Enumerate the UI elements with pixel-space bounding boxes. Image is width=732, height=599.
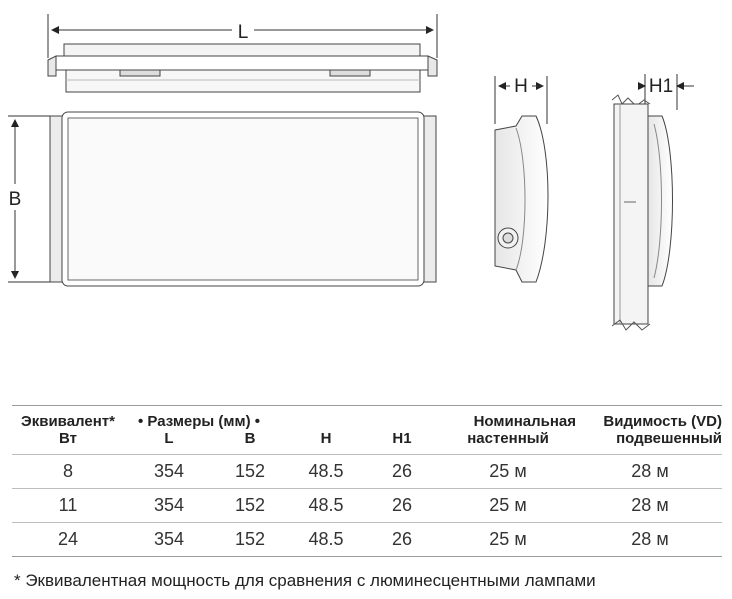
cell-wall: 25 м (438, 522, 578, 557)
header-h1: H1 (392, 430, 412, 447)
label-h: H (514, 76, 528, 97)
cell-wall: 25 м (438, 454, 578, 489)
cell-h: 48.5 (286, 522, 366, 557)
cell-b: 152 (214, 488, 286, 523)
cell-watt: 24 (12, 522, 124, 557)
header-nominal: Номинальная (438, 405, 578, 430)
header-wall: настенный (467, 430, 549, 447)
cell-h1: 26 (366, 454, 438, 489)
header-suspended: подвешенный (616, 430, 722, 447)
specs-table: Эквивалент* • Размеры (мм) • Номинальная… (12, 405, 722, 557)
technical-drawing: L B H (5, 14, 694, 331)
cell-h1: 26 (366, 488, 438, 523)
dimension-l: L (47, 14, 438, 58)
label-b: B (9, 189, 22, 210)
cell-suspended: 28 м (578, 454, 722, 489)
cell-watt: 11 (12, 488, 124, 523)
footnote: * Эквивалентная мощность для сравнения с… (14, 571, 596, 590)
cell-suspended: 28 м (578, 522, 722, 557)
cell-l: 354 (124, 488, 214, 523)
label-l: L (238, 22, 249, 43)
header-h: H (320, 430, 332, 447)
dimension-b: B (5, 115, 50, 283)
header-unit: Вт (59, 430, 77, 447)
table-row: 24 354 152 48.5 26 25 м 28 м (12, 522, 722, 557)
cell-l: 354 (124, 454, 214, 489)
header-b: B (244, 430, 256, 447)
cell-watt: 8 (12, 454, 124, 489)
cell-h: 48.5 (286, 488, 366, 523)
table-row: 8 354 152 48.5 26 25 м 28 м (12, 454, 722, 489)
cell-h1: 26 (366, 522, 438, 557)
suspended-view (611, 94, 673, 331)
label-h1: H1 (649, 76, 673, 97)
top-view (47, 43, 438, 93)
cell-wall: 25 м (438, 488, 578, 523)
cell-b: 152 (214, 454, 286, 489)
cell-suspended: 28 м (578, 488, 722, 523)
specs-table-container: Эквивалент* • Размеры (мм) • Номинальная… (12, 405, 722, 557)
table-row: 11 354 152 48.5 26 25 м 28 м (12, 488, 722, 523)
front-view (49, 111, 437, 287)
header-visibility: Видимость (VD) (578, 405, 722, 430)
dimension-h: H (494, 72, 548, 124)
cell-l: 354 (124, 522, 214, 557)
cell-b: 152 (214, 522, 286, 557)
side-view (494, 115, 549, 283)
header-equivalent: Эквивалент* (12, 405, 124, 430)
header-l: L (164, 430, 174, 447)
cell-h: 48.5 (286, 454, 366, 489)
header-dimensions: • Размеры (мм) • (124, 405, 366, 430)
dimension-h1: H1 (638, 74, 694, 110)
